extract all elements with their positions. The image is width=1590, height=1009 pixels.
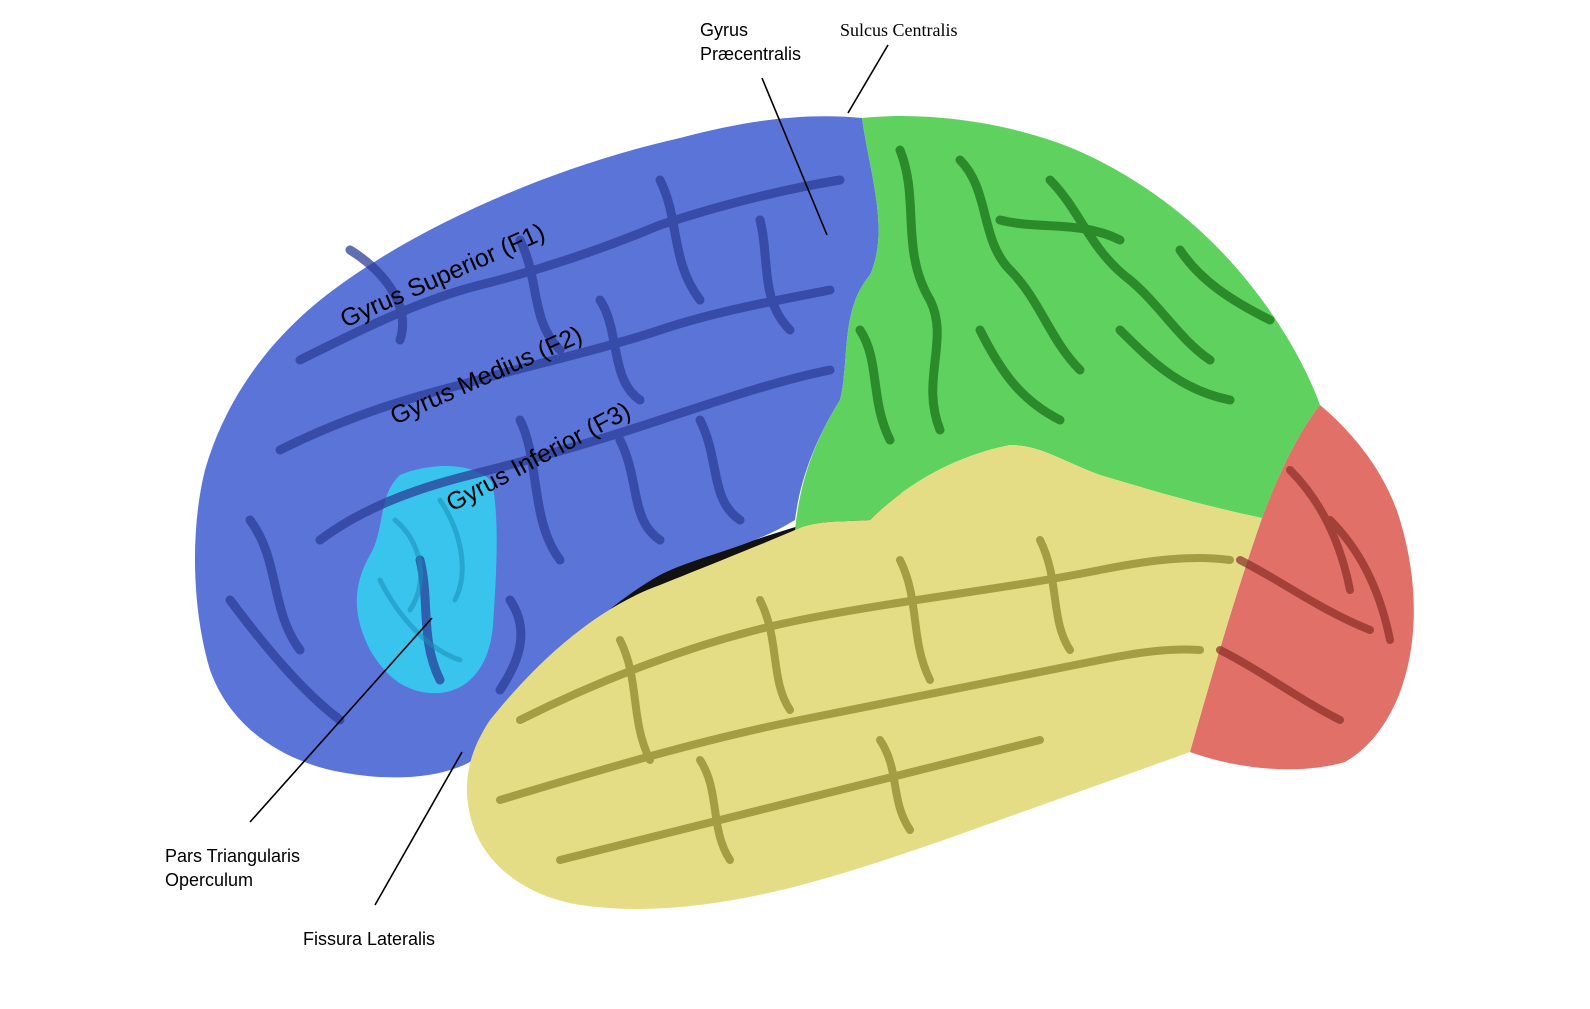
label-pars-triangularis-line1: Pars Triangularis: [165, 846, 300, 866]
parietal-lobe: [795, 116, 1320, 531]
pars-triangularis-sulci: [377, 497, 465, 663]
leader-line-pars-triangularis: [249, 617, 433, 823]
parietal-sulci: [855, 145, 1275, 445]
label-gyrus-praecentralis-line1: Gyrus: [700, 20, 748, 40]
label-pars-triangularis-line2: Operculum: [165, 870, 253, 890]
label-gyrus-praecentralis-line2: Præcentralis: [700, 44, 801, 64]
leader-line-gyrus-praecentralis: [761, 77, 828, 236]
label-sulcus-centralis: Sulcus Centralis: [840, 20, 958, 40]
temporal-sulci: [496, 536, 1234, 864]
frontal-sulci: [225, 175, 845, 725]
label-fissura-lateralis: Fissura Lateralis: [303, 929, 435, 949]
leader-line-fissura-lateralis: [374, 751, 463, 906]
leader-line-sulcus-centralis: [847, 44, 889, 114]
temporal-lobe: [466, 445, 1262, 909]
occipital-sulci: [1216, 466, 1394, 724]
occipital-lobe: [1190, 405, 1414, 770]
